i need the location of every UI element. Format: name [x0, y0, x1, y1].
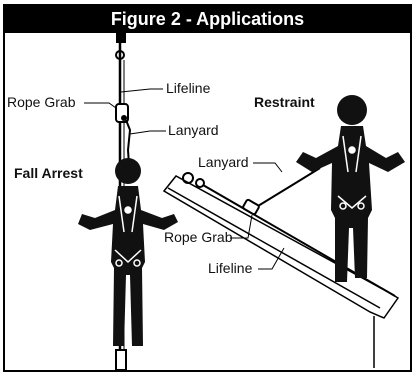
lifeline-label-right: Lifeline — [208, 260, 253, 276]
lanyard-right — [257, 167, 321, 207]
rope-grab-label-right: Rope Grab — [164, 229, 233, 245]
harness-right — [337, 135, 367, 210]
rope-grab-leader-right — [230, 214, 253, 239]
lanyard-leader-left — [129, 130, 166, 135]
figure-title: Figure 2 - Applications — [5, 6, 410, 33]
fall-arrest-worker — [78, 158, 178, 346]
lifeline-leader-right — [258, 247, 285, 270]
lifeline-label-left: Lifeline — [166, 80, 211, 96]
rope-grab-device-right — [242, 198, 260, 216]
rope-grab-device-left — [115, 103, 129, 123]
roof-anchor — [182, 172, 205, 188]
lifeline-weight — [115, 349, 127, 371]
harness-left — [114, 195, 142, 267]
fall-arrest-label: Fall Arrest — [14, 165, 83, 181]
rope-grab-leader-left — [84, 102, 117, 109]
sloped-roof — [162, 175, 400, 319]
restraint-worker — [296, 95, 405, 282]
lanyard-leader-right — [253, 162, 283, 173]
rope-grab-label-left: Rope Grab — [7, 94, 76, 110]
lanyard-label-right: Lanyard — [198, 154, 249, 170]
lanyard-label-left: Lanyard — [168, 122, 219, 138]
lifeline-leader-left — [120, 88, 163, 93]
restraint-label: Restraint — [254, 94, 315, 110]
lanyard-left — [125, 119, 132, 166]
